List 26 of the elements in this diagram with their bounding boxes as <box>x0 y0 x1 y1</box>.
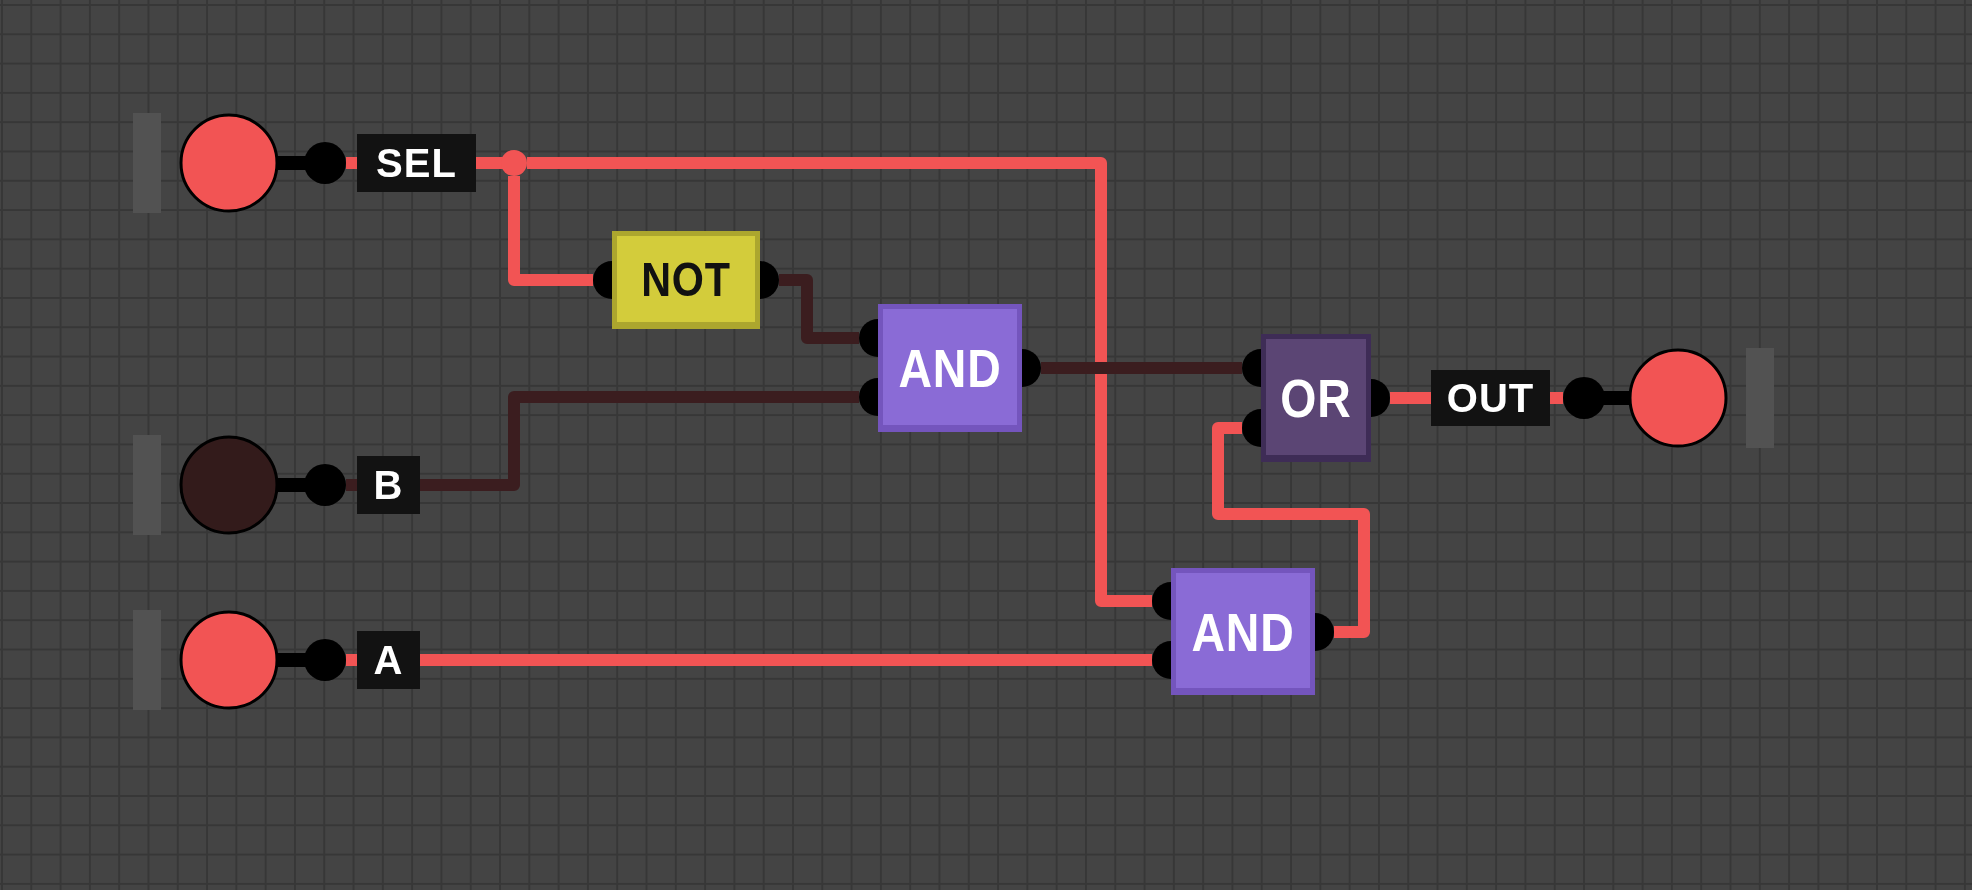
input-toggle <box>133 113 346 213</box>
and-gate <box>1152 568 1334 695</box>
wire <box>1390 392 1431 404</box>
input-toggle <box>133 435 346 535</box>
pin-label: SEL <box>357 134 476 192</box>
gate-label: AND <box>1191 604 1295 659</box>
wire <box>346 157 357 169</box>
pin-label: OUT <box>1431 370 1550 426</box>
wire <box>346 479 357 491</box>
wire <box>420 654 1152 666</box>
not-gate <box>593 231 779 329</box>
wire <box>346 654 357 666</box>
wire <box>1550 392 1563 404</box>
gate-label: NOT <box>641 256 731 304</box>
wire <box>1041 362 1242 374</box>
or-gate <box>1242 334 1390 462</box>
input-toggle <box>133 610 346 710</box>
pin-label: A <box>357 631 420 689</box>
wire <box>779 274 859 344</box>
output-indicator <box>1563 348 1774 448</box>
pin-label: B <box>357 456 420 514</box>
wire <box>1212 422 1370 638</box>
gate-label: OR <box>1280 371 1352 425</box>
and-gate <box>859 304 1041 432</box>
gate-label: AND <box>898 341 1002 395</box>
wire <box>420 391 859 491</box>
